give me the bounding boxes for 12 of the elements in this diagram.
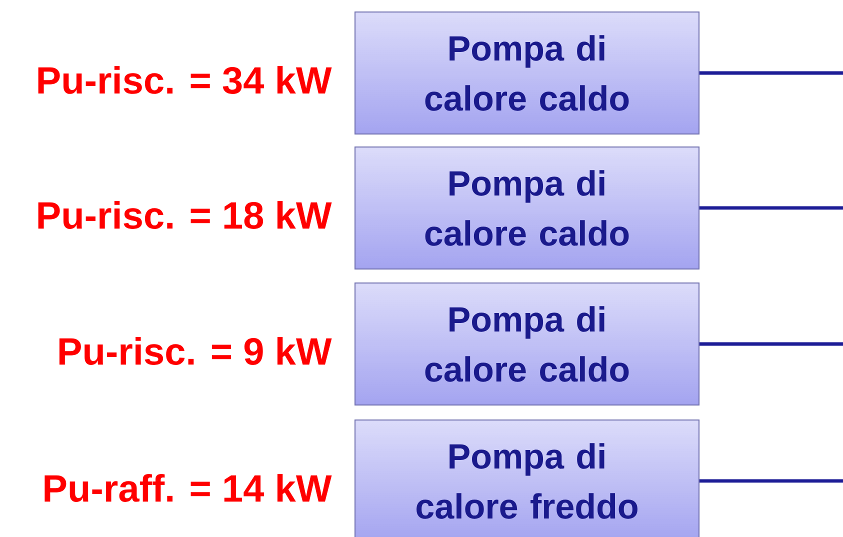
connector-line <box>700 479 843 483</box>
connector-line <box>700 342 843 346</box>
process-box: Pompa di calore freddo <box>354 419 700 537</box>
process-box: Pompa di calore caldo <box>354 12 700 134</box>
process-box: Pompa di calore caldo <box>354 146 700 270</box>
connector-line <box>700 206 843 210</box>
power-label: Pu-raff. = 14 kW <box>44 474 332 502</box>
power-label: Pu-risc. = 9 kW <box>59 337 332 365</box>
power-label: Pu-risc. = 18 kW <box>38 201 332 229</box>
power-label: Pu-risc. = 34 kW <box>38 66 332 94</box>
process-box: Pompa di calore caldo <box>354 282 700 406</box>
connector-line <box>700 71 843 75</box>
